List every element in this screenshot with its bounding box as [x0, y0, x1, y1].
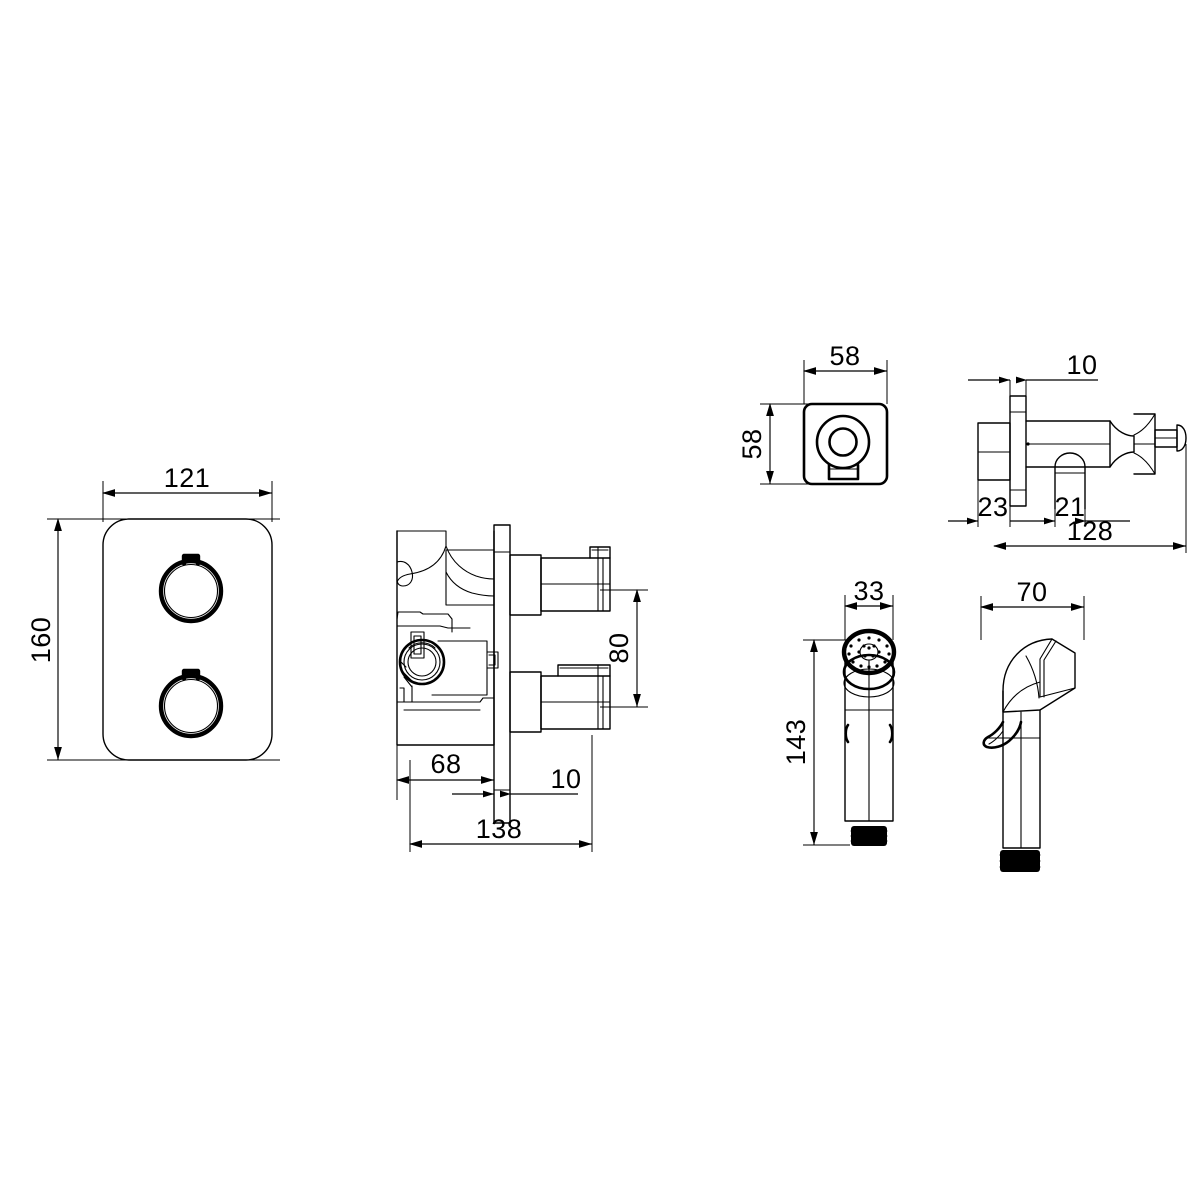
dimension-faceplate-height: 160 [26, 518, 62, 760]
wall-outlet-handle[interactable] [1109, 413, 1187, 475]
faceplate-outline [102, 518, 273, 761]
dimension-outlet-width: 58 [803, 341, 887, 375]
spray-nozzle-face [841, 628, 897, 698]
dimension-value-58-width: 58 [829, 341, 860, 371]
wall-outlet-extension-lines [760, 360, 888, 485]
dimension-value-138: 138 [476, 814, 523, 844]
dimension-value-143: 143 [781, 719, 811, 766]
dimension-hose-stem-position: 21 [1010, 492, 1130, 527]
dimension-outlet-height: 58 [737, 403, 774, 484]
dimension-spray-height: 143 [781, 639, 818, 845]
faceplate-knob-lower[interactable] [158, 668, 224, 739]
dimension-value-23: 23 [977, 492, 1008, 522]
dimension-value-21: 21 [1054, 492, 1085, 522]
wall-outlet-flange [1009, 395, 1027, 507]
view-wall-outlet-front: 58 58 [737, 341, 889, 486]
dimension-faceplate-width: 121 [102, 463, 272, 497]
spray-head-side-body [982, 638, 1076, 872]
dimension-wall-offset: 23 [948, 480, 1011, 527]
dimension-plate-thickness: 10 [452, 764, 581, 798]
dimension-value-70: 70 [1016, 577, 1047, 607]
dimension-spray-depth: 70 [980, 577, 1084, 611]
spray-trigger-lever[interactable] [982, 720, 1023, 749]
dimension-value-80: 80 [604, 632, 634, 663]
valve-cartridge-body [396, 530, 499, 746]
spray-front-connector [850, 826, 888, 846]
dimension-outlet-projection: 128 [993, 444, 1187, 553]
view-spray-head-front: 33 143 [781, 576, 897, 846]
dimension-spindle-spacing: 80 [600, 589, 648, 708]
wall-outlet-plate [802, 402, 889, 486]
view-wall-outlet-side: 10 [948, 350, 1187, 553]
dimension-outlet-plate-thickness: 10 [968, 350, 1098, 402]
spray-side-connector [999, 850, 1041, 872]
faceplate-knob-upper[interactable] [158, 553, 224, 624]
wall-outlet-hose-stem [1054, 452, 1086, 510]
dimension-value-10: 10 [550, 764, 581, 794]
dimension-value-33: 33 [853, 576, 884, 606]
valve-mounting-plate [493, 524, 511, 824]
valve-spindle-upper[interactable] [509, 546, 611, 616]
dimension-value-160: 160 [26, 617, 56, 664]
dimension-spray-width: 33 [844, 576, 893, 610]
dimension-value-121: 121 [164, 463, 211, 493]
wall-outlet-barrel [1025, 420, 1111, 468]
dimension-value-10-outlet: 10 [1066, 350, 1097, 380]
valve-spindle-lower[interactable] [509, 664, 611, 733]
dimension-value-68: 68 [430, 749, 461, 779]
view-spray-head-side: 70 [980, 577, 1085, 872]
dimension-value-58-height: 58 [737, 428, 767, 459]
view-valve-body-side: 80 68 10 138 [396, 524, 648, 852]
valve-cartridge-port [398, 638, 446, 686]
dimension-value-128: 128 [1067, 516, 1114, 546]
dimension-overall-depth: 138 [409, 735, 593, 852]
spray-head-front-body [841, 628, 897, 846]
wall-outlet-boss [977, 422, 1011, 481]
dimension-body-depth: 68 [396, 745, 495, 800]
view-faceplate-front: 121 160 [26, 463, 280, 761]
